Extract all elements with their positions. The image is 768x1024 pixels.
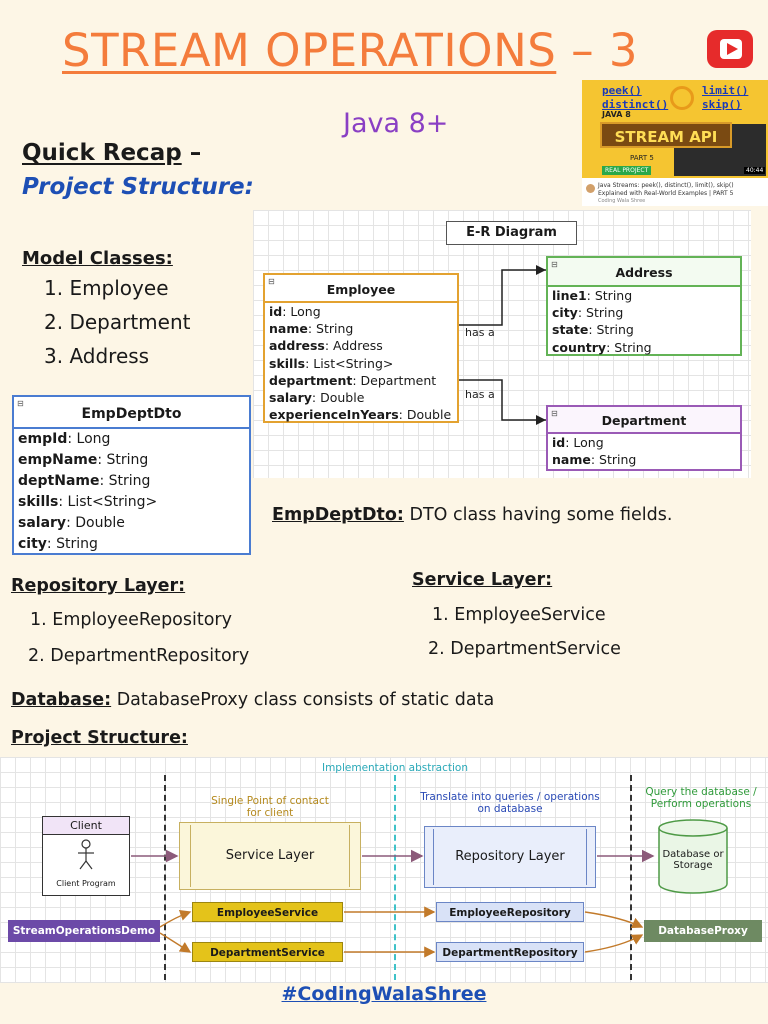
implementation-abstraction-label: Implementation abstraction bbox=[321, 762, 469, 774]
er-connectors bbox=[459, 265, 546, 425]
class-name: Address bbox=[548, 258, 740, 287]
collapse-icon: ⊟ bbox=[551, 409, 558, 418]
collapse-icon: ⊟ bbox=[17, 399, 24, 408]
class-field: skills: List<String> bbox=[269, 355, 394, 371]
stream-operations-demo: StreamOperationsDemo bbox=[8, 920, 160, 942]
client-box: Client Client Program bbox=[42, 816, 130, 896]
architecture-arrows bbox=[131, 849, 655, 958]
address-class-box: ⊟ Address line1: String city: String sta… bbox=[546, 256, 742, 356]
class-field: salary: Double bbox=[269, 390, 365, 406]
service-layer-box: Service Layer bbox=[179, 822, 361, 890]
class-field: salary: Double bbox=[18, 515, 125, 531]
database-proxy-pill: DatabaseProxy bbox=[644, 920, 762, 942]
thumbnail-duration: 40:44 bbox=[744, 167, 766, 174]
class-field: empName: String bbox=[18, 452, 149, 468]
repository-item: 2. DepartmentRepository bbox=[28, 646, 250, 666]
dto-description: EmpDeptDto: DTO class having some fields… bbox=[272, 505, 673, 525]
model-class-item: 2. Department bbox=[44, 310, 191, 334]
class-field: id: Long bbox=[552, 435, 604, 450]
class-field: experienceInYears: Double bbox=[269, 407, 452, 423]
class-name: EmpDeptDto bbox=[14, 397, 249, 429]
model-class-item: 1. Employee bbox=[44, 276, 169, 300]
repository-layer-title: Repository Layer: bbox=[11, 576, 186, 596]
boundary-line bbox=[630, 775, 632, 980]
class-name: Employee bbox=[265, 275, 457, 303]
class-field: empId: Long bbox=[18, 431, 111, 447]
magnifier-icon bbox=[670, 86, 694, 110]
class-field: line1: String bbox=[552, 288, 633, 303]
class-field: city: String bbox=[552, 305, 624, 321]
repository-item: 1. EmployeeRepository bbox=[30, 610, 232, 630]
department-repository-pill: DepartmentRepository bbox=[436, 942, 584, 962]
service-layer-title: Service Layer: bbox=[412, 570, 553, 590]
video-thumbnail[interactable]: peek() distinct() limit() skip() JAVA 8 … bbox=[582, 80, 768, 206]
repository-layer-box: Repository Layer bbox=[424, 826, 596, 888]
class-field: id: Long bbox=[269, 304, 321, 319]
relation-label: has a bbox=[465, 326, 495, 339]
class-field: name: String bbox=[269, 321, 354, 337]
thumbnail-keyword: peek() bbox=[602, 84, 642, 97]
service-item: 1. EmployeeService bbox=[432, 605, 606, 625]
thumbnail-banner: STREAM API bbox=[600, 122, 732, 148]
class-field: address: Address bbox=[269, 338, 383, 354]
abstraction-line bbox=[394, 775, 396, 980]
hashtag-footer[interactable]: #CodingWalaShree bbox=[281, 983, 487, 1005]
thumbnail-keyword: limit() bbox=[702, 84, 749, 97]
thumbnail-java-label: JAVA 8 bbox=[602, 110, 631, 119]
service-item: 2. DepartmentService bbox=[428, 639, 621, 659]
employee-repository-pill: EmployeeRepository bbox=[436, 902, 584, 922]
thumbnail-tag: REAL PROJECT bbox=[602, 166, 652, 175]
collapse-icon: ⊟ bbox=[268, 277, 275, 286]
model-class-item: 3. Address bbox=[44, 344, 150, 368]
service-note: Single Point of contact for client bbox=[211, 795, 329, 819]
repository-note: Translate into queries / operations on d… bbox=[420, 791, 600, 815]
class-field: state: String bbox=[552, 322, 634, 338]
class-field: country: String bbox=[552, 339, 652, 355]
relation-label: has a bbox=[465, 388, 495, 401]
database-note: Query the database / Perform operations bbox=[645, 786, 757, 810]
er-diagram-label: E-R Diagram bbox=[446, 221, 577, 245]
java-version-label: Java 8+ bbox=[343, 108, 449, 139]
thumbnail-part: PART 5 bbox=[630, 154, 654, 162]
database-storage-label: Database or Storage bbox=[662, 849, 724, 871]
thumbnail-channel: Coding Wala Shree bbox=[598, 198, 646, 204]
employee-class-box: ⊟ Employee id: Long name: String address… bbox=[263, 273, 459, 423]
employee-service-pill: EmployeeService bbox=[192, 902, 343, 922]
youtube-play-icon[interactable] bbox=[707, 30, 753, 68]
client-label: Client bbox=[43, 817, 129, 835]
department-service-pill: DepartmentService bbox=[192, 942, 343, 962]
repository-layer-label: Repository Layer bbox=[455, 849, 565, 864]
boundary-line bbox=[164, 775, 166, 980]
thumbnail-keyword: skip() bbox=[702, 98, 742, 111]
database-description: Database: DatabaseProxy class consists o… bbox=[11, 690, 495, 710]
database-icon bbox=[658, 819, 728, 894]
recap-heading: Quick Recap – bbox=[22, 140, 202, 166]
department-class-box: ⊟ Department id: Long name: String bbox=[546, 405, 742, 471]
project-structure-heading: Project Structure: bbox=[22, 174, 254, 200]
service-layer-label: Service Layer bbox=[225, 848, 315, 863]
class-field: name: String bbox=[552, 452, 637, 468]
class-field: city: String bbox=[18, 536, 98, 552]
project-structure-title: Project Structure: bbox=[11, 728, 188, 748]
class-field: department: Department bbox=[269, 372, 437, 388]
user-icon bbox=[78, 839, 94, 870]
client-program-label: Client Program bbox=[56, 879, 116, 888]
thumbnail-keyword: distinct() bbox=[602, 98, 669, 111]
channel-avatar bbox=[586, 184, 595, 193]
model-classes-title: Model Classes: bbox=[22, 248, 173, 269]
thumbnail-caption: Java Streams: peek(), distinct(), limit(… bbox=[598, 182, 734, 197]
class-name: Department bbox=[548, 407, 740, 434]
class-field: skills: List<String> bbox=[18, 494, 158, 510]
collapse-icon: ⊟ bbox=[551, 260, 558, 269]
page-title: STREAM OPERATIONS – 3 bbox=[62, 24, 639, 77]
empdeptdto-class-box: ⊟ EmpDeptDto empId: Long empName: String… bbox=[12, 395, 251, 555]
class-field: deptName: String bbox=[18, 473, 151, 489]
